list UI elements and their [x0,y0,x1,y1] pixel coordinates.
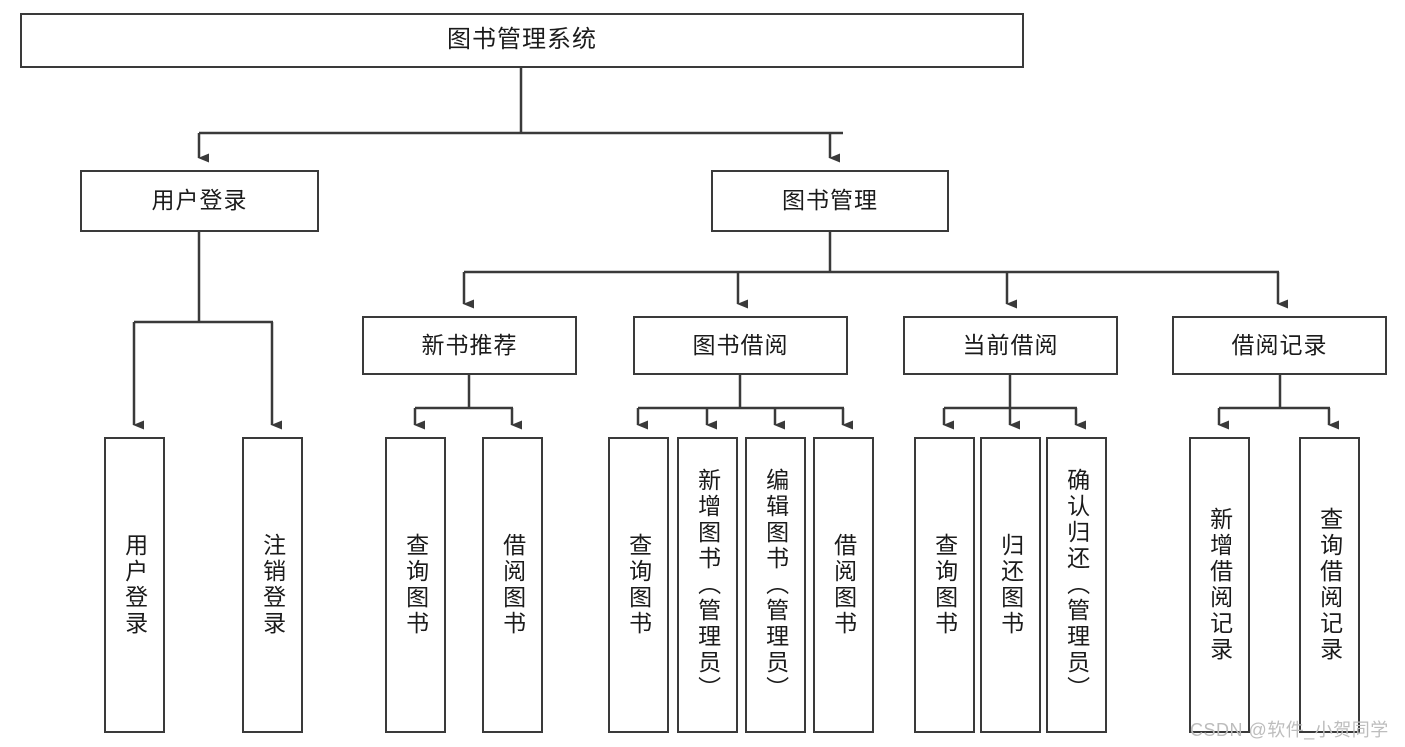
node-label: 图书借阅 [692,331,789,358]
node-leaf-confirm-return-admin[interactable]: 确认归还（管理员） [1046,437,1107,733]
node-leaf-query-borrow-record[interactable]: 查询借阅记录 [1299,437,1360,733]
node-label: 查询图书 [931,533,958,637]
node-label: 借阅图书 [830,533,857,637]
node-label: 编辑图书（管理员） [762,468,789,702]
node-label: 当前借阅 [962,331,1059,358]
node-leaf-query-book-borrow[interactable]: 查询图书 [608,437,669,733]
node-label: 用户登录 [121,533,148,637]
node-label: 新书推荐 [421,331,518,358]
node-label: 确认归还（管理员） [1063,468,1090,702]
csdn-watermark: CSDN @软件_小贺同学 [1190,716,1389,742]
node-label: 归还图书 [997,533,1024,637]
node-leaf-logout[interactable]: 注销登录 [242,437,303,733]
node-leaf-return-book[interactable]: 归还图书 [980,437,1041,733]
node-leaf-query-book-current[interactable]: 查询图书 [914,437,975,733]
node-label: 查询借阅记录 [1316,507,1343,663]
node-label: 新增借阅记录 [1206,507,1233,663]
node-leaf-edit-book-admin[interactable]: 编辑图书（管理员） [745,437,806,733]
node-book-management[interactable]: 图书管理 [711,170,949,232]
node-borrow-record[interactable]: 借阅记录 [1172,316,1387,375]
node-label: 查询图书 [625,533,652,637]
node-user-login[interactable]: 用户登录 [80,170,319,232]
watermark-text: CSDN @软件_小贺同学 [1190,720,1389,740]
node-label: 借阅记录 [1231,331,1328,358]
node-leaf-user-login[interactable]: 用户登录 [104,437,165,733]
node-label: 用户登录 [151,187,248,214]
node-leaf-borrow-book-recommend[interactable]: 借阅图书 [482,437,543,733]
node-leaf-query-book-recommend[interactable]: 查询图书 [385,437,446,733]
node-label: 借阅图书 [499,533,526,637]
node-label: 图书管理系统 [447,26,597,54]
node-leaf-borrow-book[interactable]: 借阅图书 [813,437,874,733]
node-label: 查询图书 [402,533,429,637]
node-new-book-recommend[interactable]: 新书推荐 [362,316,577,375]
node-book-borrow[interactable]: 图书借阅 [633,316,848,375]
node-root-book-management-system[interactable]: 图书管理系统 [20,13,1024,68]
node-label: 新增图书（管理员） [694,468,721,702]
node-label: 注销登录 [259,533,286,637]
node-leaf-add-book-admin[interactable]: 新增图书（管理员） [677,437,738,733]
node-current-borrow[interactable]: 当前借阅 [903,316,1118,375]
node-leaf-add-borrow-record[interactable]: 新增借阅记录 [1189,437,1250,733]
node-label: 图书管理 [782,187,878,214]
